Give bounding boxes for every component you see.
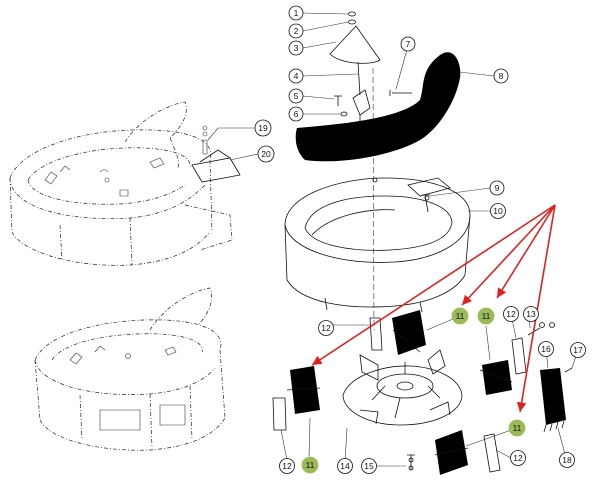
comb-part (540, 368, 566, 433)
callout-15-label: 15 (364, 461, 374, 471)
callout-17-label: 17 (573, 345, 583, 355)
callout-7-label: 7 (406, 39, 411, 49)
base-plate-part (342, 349, 463, 426)
callout-11-b: 11 (477, 307, 495, 325)
callout-8: 8 (493, 68, 509, 84)
callout-14: 14 (337, 458, 353, 474)
mount-brackets (272, 317, 527, 473)
deflector-part (295, 52, 461, 162)
callout-12-a: 12 (318, 320, 334, 336)
callout-11-a: 11 (451, 307, 469, 325)
callout-2-label: 2 (294, 26, 299, 36)
nut-part (348, 11, 356, 25)
callout-20: 20 (257, 145, 275, 163)
callout-5-label: 5 (294, 91, 299, 101)
paddle-parts (286, 310, 513, 475)
paddle-4 (435, 430, 468, 475)
callout-11-a-label: 11 (456, 311, 465, 321)
callout-10: 10 (490, 203, 506, 219)
callout-12-c: 12 (503, 306, 519, 322)
callout-18-label: 18 (562, 455, 572, 465)
callout-6-label: 6 (294, 109, 299, 119)
exploded-view (272, 11, 573, 475)
highlight-arrows (311, 204, 556, 413)
callout-11-b-label: 11 (482, 311, 491, 321)
callout-4-label: 4 (294, 71, 299, 81)
callout-20-label: 20 (261, 149, 271, 159)
callout-5: 5 (288, 88, 304, 104)
callout-15: 15 (361, 458, 377, 474)
callout-12-b-label: 12 (282, 461, 292, 471)
callout-12-d: 12 (510, 450, 526, 466)
callout-11-c-label: 11 (306, 460, 315, 470)
callouts: 1 2 3 4 5 6 7 8 9 10 11 11 11 11 12 12 1… (254, 5, 586, 474)
callout-13-label: 13 (526, 309, 536, 319)
paddle-1 (392, 310, 426, 355)
callout-9-label: 9 (495, 183, 500, 193)
callout-13: 13 (523, 306, 539, 322)
callout-17: 17 (570, 342, 586, 358)
callout-11-d-label: 11 (513, 423, 522, 433)
callout-12-d-label: 12 (513, 453, 523, 463)
callout-19: 19 (254, 119, 272, 137)
callout-9: 9 (489, 180, 505, 196)
callout-12-a-label: 12 (321, 323, 331, 333)
callout-1: 1 (288, 5, 304, 21)
callout-1-label: 1 (294, 8, 299, 18)
paddle-3 (290, 366, 320, 414)
callout-16: 16 (538, 341, 554, 357)
callout-19-label: 19 (258, 123, 268, 133)
callout-6: 6 (288, 106, 304, 122)
callout-11-d: 11 (508, 419, 526, 437)
callout-2: 2 (288, 23, 304, 39)
assembled-view-bottom (34, 287, 226, 451)
callout-3-label: 3 (294, 43, 299, 53)
callout-8-label: 8 (499, 71, 504, 81)
callout-10-label: 10 (493, 206, 503, 216)
callout-12-b: 12 (279, 458, 295, 474)
callout-18: 18 (559, 452, 575, 468)
callout-14-label: 14 (340, 461, 350, 471)
callout-16-label: 16 (541, 344, 551, 354)
assembled-view-top (9, 101, 241, 266)
spreader-bowl-part (284, 177, 471, 313)
cone-cap-part (329, 25, 381, 64)
callout-7: 7 (400, 36, 416, 52)
callout-3: 3 (288, 40, 304, 56)
callout-4: 4 (288, 68, 304, 84)
callout-12-c-label: 12 (506, 309, 516, 319)
paddle-2 (482, 360, 512, 395)
callout-11-c: 11 (301, 456, 319, 474)
